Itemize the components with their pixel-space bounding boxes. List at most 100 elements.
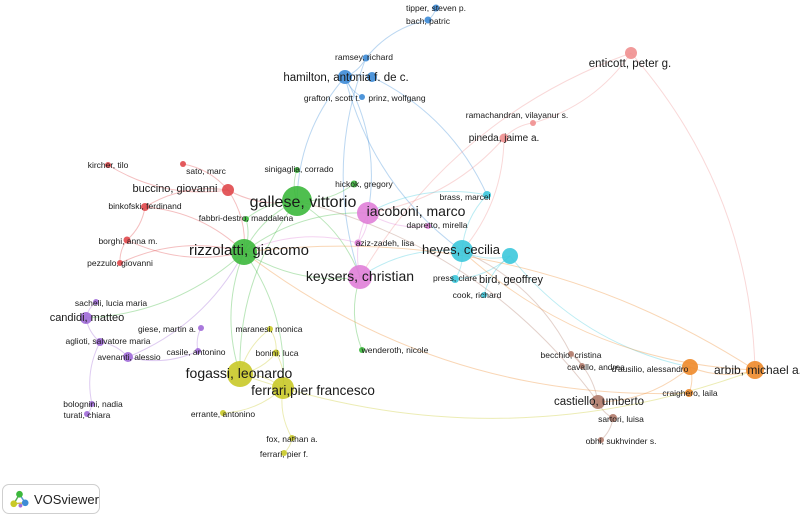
node-label-becchio[interactable]: becchio, cristina: [541, 350, 602, 360]
node-pezzulo[interactable]: [117, 260, 123, 266]
node-label-binkofski[interactable]: binkofski, ferdinand: [108, 201, 182, 211]
node-keysers[interactable]: [348, 265, 372, 289]
node-label-tipper[interactable]: tipper, steven p.: [406, 3, 466, 13]
node-label-kircher[interactable]: kircher, tilo: [88, 160, 129, 170]
node-aglioti[interactable]: [96, 338, 104, 346]
node-fabbri[interactable]: [243, 216, 249, 222]
node-brass[interactable]: [483, 191, 491, 199]
node-label-obhi[interactable]: obhi, sukhvinder s.: [586, 436, 657, 446]
node-wenderoth[interactable]: [359, 347, 365, 353]
node-dausilio[interactable]: [682, 359, 698, 375]
node-label-grafton[interactable]: grafton, scott t.: [304, 93, 360, 103]
node-label-sato[interactable]: sato, marc: [186, 166, 226, 176]
node-label-casile[interactable]: casile, antonino: [166, 347, 225, 357]
node-giese[interactable]: [198, 325, 204, 331]
node-fogassi[interactable]: [227, 361, 253, 387]
node-heyes[interactable]: [451, 240, 473, 262]
node-label-dapretto[interactable]: dapretto, mirella: [407, 220, 468, 230]
node-pineda[interactable]: [499, 133, 509, 143]
node-hickok[interactable]: [350, 180, 358, 188]
node-binkofski[interactable]: [141, 203, 149, 211]
node-label-dausilio[interactable]: d'ausilio, alessandro: [612, 364, 689, 374]
node-label-ferrari_p[interactable]: ferrari, pier f.: [260, 449, 308, 459]
node-label-brass[interactable]: brass, marcel: [439, 192, 490, 202]
node-becchio[interactable]: [568, 351, 574, 357]
node-label-prinz[interactable]: prinz, wolfgang: [368, 93, 425, 103]
node-bonini[interactable]: [272, 349, 280, 357]
node-enticott[interactable]: [625, 47, 637, 59]
node-label-sartori[interactable]: sartori, luisa: [598, 414, 644, 424]
node-label-ramachandran[interactable]: ramachandran, vilayanur s.: [466, 110, 569, 120]
node-label-turati[interactable]: turati, chiara: [64, 410, 111, 420]
node-label-aziz[interactable]: aziz-zadeh, lisa: [356, 238, 415, 248]
node-cavallo[interactable]: [579, 363, 585, 369]
node-borghi[interactable]: [123, 236, 131, 244]
node-ferrari_pf[interactable]: [272, 377, 294, 399]
node-hamilton[interactable]: [338, 70, 352, 84]
node-bolognini[interactable]: [89, 401, 95, 407]
node-label-bach[interactable]: bach, patric: [406, 16, 451, 26]
node-label-wenderoth[interactable]: wenderoth, nicole: [361, 345, 429, 355]
node-turati[interactable]: [84, 411, 90, 417]
node-arbib[interactable]: [746, 361, 764, 379]
node-tipper[interactable]: [432, 4, 440, 12]
node-label-errante[interactable]: errante, antonino: [191, 409, 256, 419]
node-gallese[interactable]: [282, 186, 312, 216]
node-label-aglioti[interactable]: aglioti, salvatore maria: [65, 336, 150, 346]
node-craighero[interactable]: [685, 389, 693, 397]
node-grafton[interactable]: [359, 94, 365, 100]
node-label-fox[interactable]: fox, nathan a.: [266, 434, 318, 444]
node-label-borghi[interactable]: borghi, anna m.: [98, 236, 157, 246]
node-label-bonini[interactable]: bonini, luca: [255, 348, 298, 358]
node-errante[interactable]: [220, 410, 226, 416]
vosviewer-badge[interactable]: VOSviewer: [2, 484, 100, 514]
node-label-castiello[interactable]: castiello, umberto: [554, 396, 644, 408]
node-cook[interactable]: [481, 292, 487, 298]
node-kircher[interactable]: [105, 162, 111, 168]
node-label-maranesi[interactable]: maranesi, monica: [235, 324, 302, 334]
node-candidi[interactable]: [80, 312, 92, 324]
node-label-craighero[interactable]: craighero, laila: [662, 388, 718, 398]
node-label-arbib[interactable]: arbib, michael a.: [714, 363, 800, 377]
node-sato[interactable]: [180, 161, 186, 167]
node-iacoboni[interactable]: [357, 202, 379, 224]
node-label-fogassi[interactable]: fogassi, leonardo: [186, 365, 293, 381]
node-label-ramsey[interactable]: ramsey, richard: [335, 52, 393, 62]
node-label-hickok[interactable]: hickok, gregory: [335, 179, 393, 189]
node-ramsey[interactable]: [362, 54, 370, 62]
node-castiello[interactable]: [591, 395, 605, 409]
node-label-bird[interactable]: bird, geoffrey: [479, 274, 544, 286]
node-sinigaglia[interactable]: [294, 167, 300, 173]
node-press[interactable]: [451, 275, 459, 283]
node-ramachandran[interactable]: [530, 120, 536, 126]
node-maranesi[interactable]: [267, 326, 273, 332]
node-label-ferrari_pf[interactable]: ferrari,pier francesco: [251, 383, 375, 398]
node-sartori[interactable]: [609, 414, 617, 422]
node-ferrari_p[interactable]: [281, 450, 287, 456]
node-label-press[interactable]: press, clare: [433, 273, 477, 283]
node-label-pezzulo[interactable]: pezzulo, giovanni: [87, 258, 153, 268]
node-label-fabbri[interactable]: fabbri-destro, maddalena: [199, 213, 294, 223]
node-label-giese[interactable]: giese, martin a.: [138, 324, 196, 334]
node-label-pineda[interactable]: pineda, jaime a.: [469, 133, 540, 144]
node-dapretto[interactable]: [425, 223, 431, 229]
node-label-cook[interactable]: cook, richard: [453, 290, 502, 300]
node-obhi[interactable]: [598, 437, 604, 443]
node-label-gallese[interactable]: gallese, vittorio: [250, 194, 357, 211]
node-label-bolognini[interactable]: bolognini, nadia: [63, 399, 123, 409]
node-label-buccino[interactable]: buccino, giovanni: [132, 183, 217, 195]
node-label-iacoboni[interactable]: iacoboni, marco: [367, 203, 466, 219]
node-buccino[interactable]: [222, 184, 234, 196]
node-label-candidi[interactable]: candidi, matteo: [50, 312, 125, 324]
node-label-heyes[interactable]: heyes, cecilia: [422, 242, 501, 257]
node-aziz[interactable]: [354, 239, 362, 247]
node-fox[interactable]: [289, 435, 295, 441]
node-label-sacheli[interactable]: sacheli, lucia maria: [75, 298, 148, 308]
node-bird[interactable]: [502, 248, 518, 264]
node-casile[interactable]: [195, 348, 201, 354]
node-prinz[interactable]: [367, 72, 377, 82]
node-label-keysers[interactable]: keysers, christian: [306, 268, 414, 284]
node-label-enticott[interactable]: enticott, peter g.: [589, 58, 671, 70]
node-label-sinigaglia[interactable]: sinigaglia, corrado: [265, 164, 334, 174]
